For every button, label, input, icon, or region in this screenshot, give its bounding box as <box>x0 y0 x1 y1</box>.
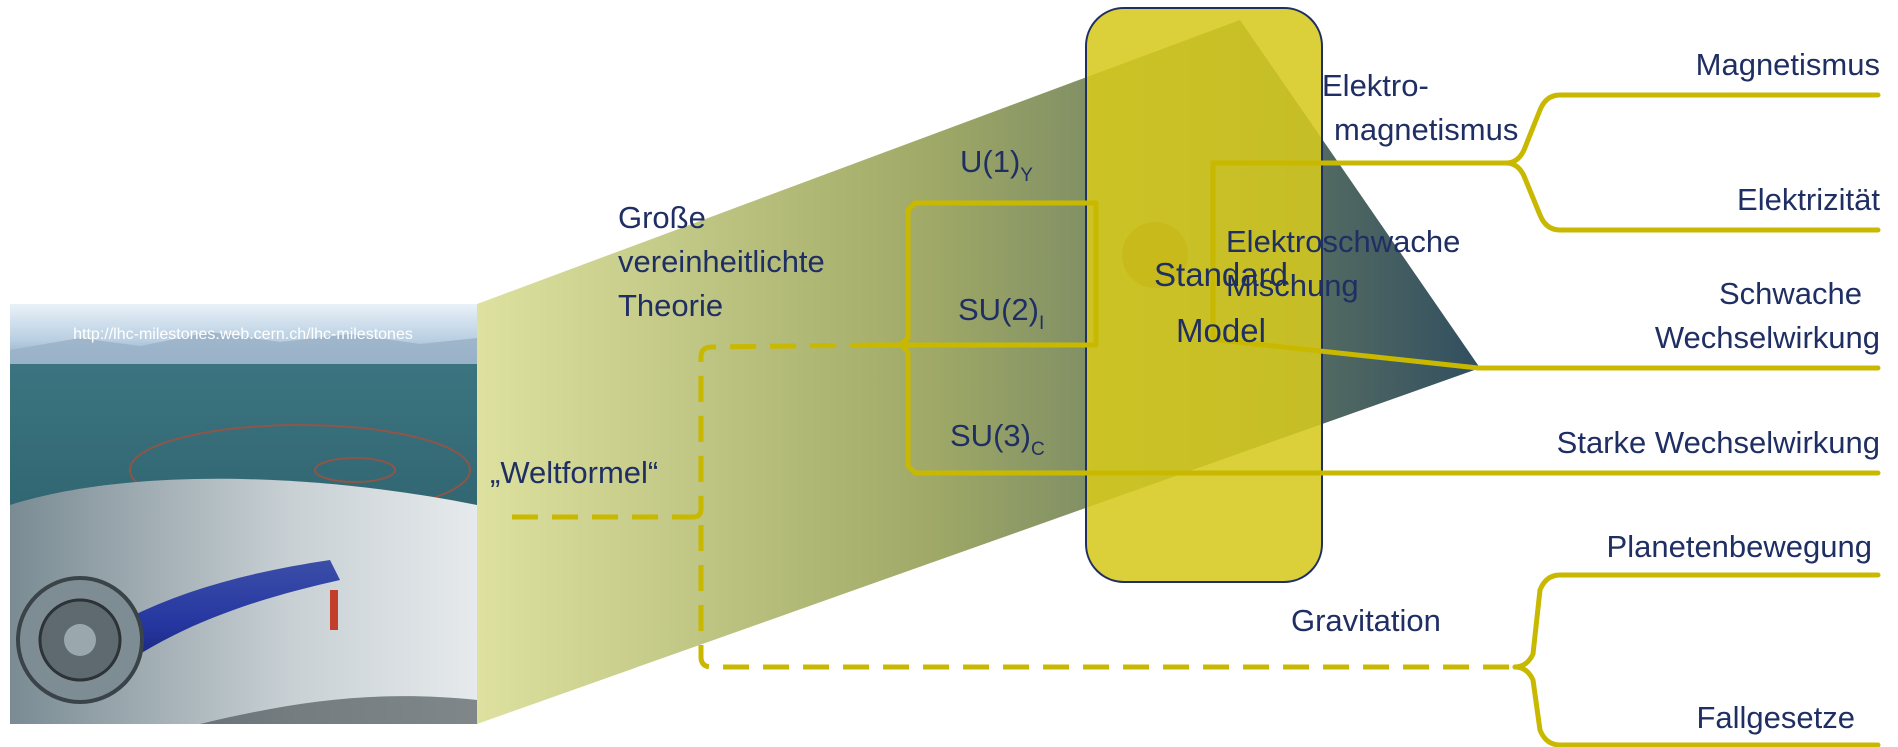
lhc-photo <box>10 304 477 724</box>
label-magnetism: Magnetismus <box>1696 47 1880 82</box>
dashed-connectors <box>512 342 1515 670</box>
standard-model-dot <box>1122 222 1188 288</box>
label-su3: SU(3)C <box>950 418 1045 460</box>
label-standard-model-line2: Model <box>1176 312 1266 349</box>
label-standard-model-line1: Standard <box>1154 256 1288 293</box>
label-electromagnetism-line1: Elektro- <box>1322 68 1429 103</box>
label-electromagnetism-line2: magnetismus <box>1334 112 1518 147</box>
standard-model-box <box>1085 7 1323 583</box>
label-gut-line1: Große <box>618 200 706 235</box>
label-weak-line2: Wechselwirkung <box>1655 320 1880 355</box>
label-strong: Starke Wechselwirkung <box>1557 425 1880 460</box>
label-weak-line1: Schwache <box>1719 276 1862 311</box>
label-gut-line2: vereinheitlichte <box>618 244 825 279</box>
label-u1: U(1)Y <box>960 144 1033 186</box>
photo-source-url: http://lhc-milestones.web.cern.ch/lhc-mi… <box>73 326 413 343</box>
label-gravitation: Gravitation <box>1291 603 1441 638</box>
label-su2: SU(2)I <box>958 292 1044 334</box>
label-falling-laws: Fallgesetze <box>1696 700 1855 735</box>
label-electricity: Elektrizität <box>1737 182 1880 217</box>
label-planetary-motion: Planetenbewegung <box>1607 529 1872 564</box>
label-electroweak-line1: Elektroschwache <box>1226 224 1460 259</box>
solid-connectors <box>874 92 1881 747</box>
label-gut-line3: Theorie <box>618 288 723 323</box>
label-electroweak-line2: Mischung <box>1226 268 1359 303</box>
label-weltformel: „Weltformel“ <box>490 455 658 490</box>
